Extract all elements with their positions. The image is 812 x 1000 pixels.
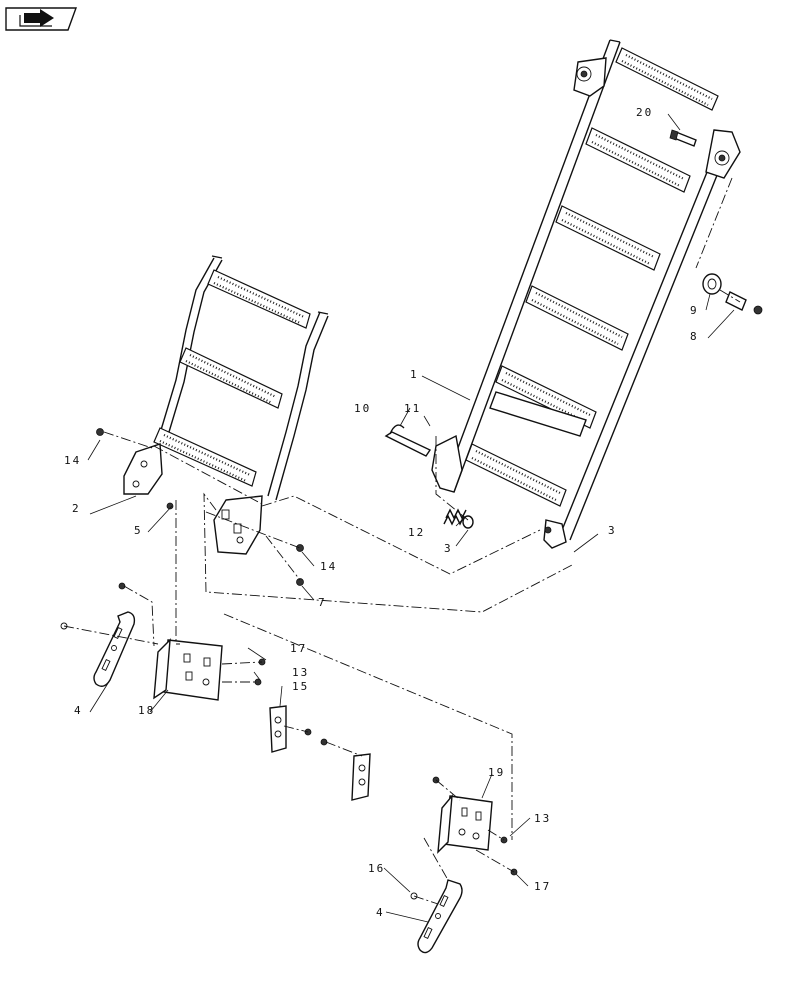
ladder-tread	[207, 269, 311, 329]
main-ladder	[431, 39, 741, 549]
callout-16: 16	[368, 862, 385, 875]
callout-12: 12	[408, 526, 425, 539]
callout-13b: 13	[534, 812, 551, 825]
bracket-plate-19	[437, 793, 493, 854]
ladder-tread	[585, 127, 691, 193]
ladder-tread	[153, 427, 257, 487]
callout-7: 7	[318, 596, 327, 609]
callout-5: 5	[134, 524, 143, 537]
strap-4-upper	[93, 611, 136, 687]
ladder-tread	[179, 347, 283, 409]
ladder-tread	[495, 365, 597, 429]
leader-lines	[87, 113, 735, 923]
hardware-bolt-20	[669, 129, 697, 147]
callout-4b: 4	[376, 906, 385, 919]
hardware-bushing-9	[702, 273, 722, 295]
callout-2: 2	[72, 502, 81, 515]
callout-1: 1	[410, 368, 419, 381]
callout-3a: 3	[444, 542, 453, 555]
ladder-tread	[555, 205, 661, 271]
callout-19: 19	[488, 766, 505, 779]
book-arrow-icon[interactable]	[5, 7, 77, 31]
hardware-spring-12	[443, 508, 474, 529]
hardware-nut	[60, 428, 552, 900]
callout-14a: 14	[64, 454, 81, 467]
callout-17b: 17	[534, 880, 551, 893]
callout-13a: 13	[292, 666, 309, 679]
callout-10: 10	[354, 402, 371, 415]
strap-4-lower	[417, 879, 463, 954]
small-ladder	[123, 255, 329, 555]
hardware-pin-10	[384, 424, 432, 457]
callout-15: 15	[292, 680, 309, 693]
callout-17a: 17	[290, 642, 307, 655]
callout-8: 8	[690, 330, 699, 343]
callout-18: 18	[138, 704, 155, 717]
assembly-lines	[63, 177, 741, 905]
ladder-tread	[525, 285, 629, 351]
step-loop	[249, 705, 371, 858]
callout-20: 20	[636, 106, 653, 119]
callout-14b: 14	[320, 560, 337, 573]
callout-labels: 1 2 3 3 4 4 5 7 8 9 10 11 12 13 13 14 14…	[64, 106, 699, 919]
callout-3b: 3	[608, 524, 617, 537]
callout-4a: 4	[74, 704, 83, 717]
hardware-pin-8	[725, 291, 763, 315]
callout-9: 9	[690, 304, 699, 317]
bracket-plate-18	[153, 638, 223, 701]
callout-11: 11	[404, 402, 421, 415]
ladder-tread	[465, 443, 567, 507]
ladder-tread	[615, 47, 719, 111]
